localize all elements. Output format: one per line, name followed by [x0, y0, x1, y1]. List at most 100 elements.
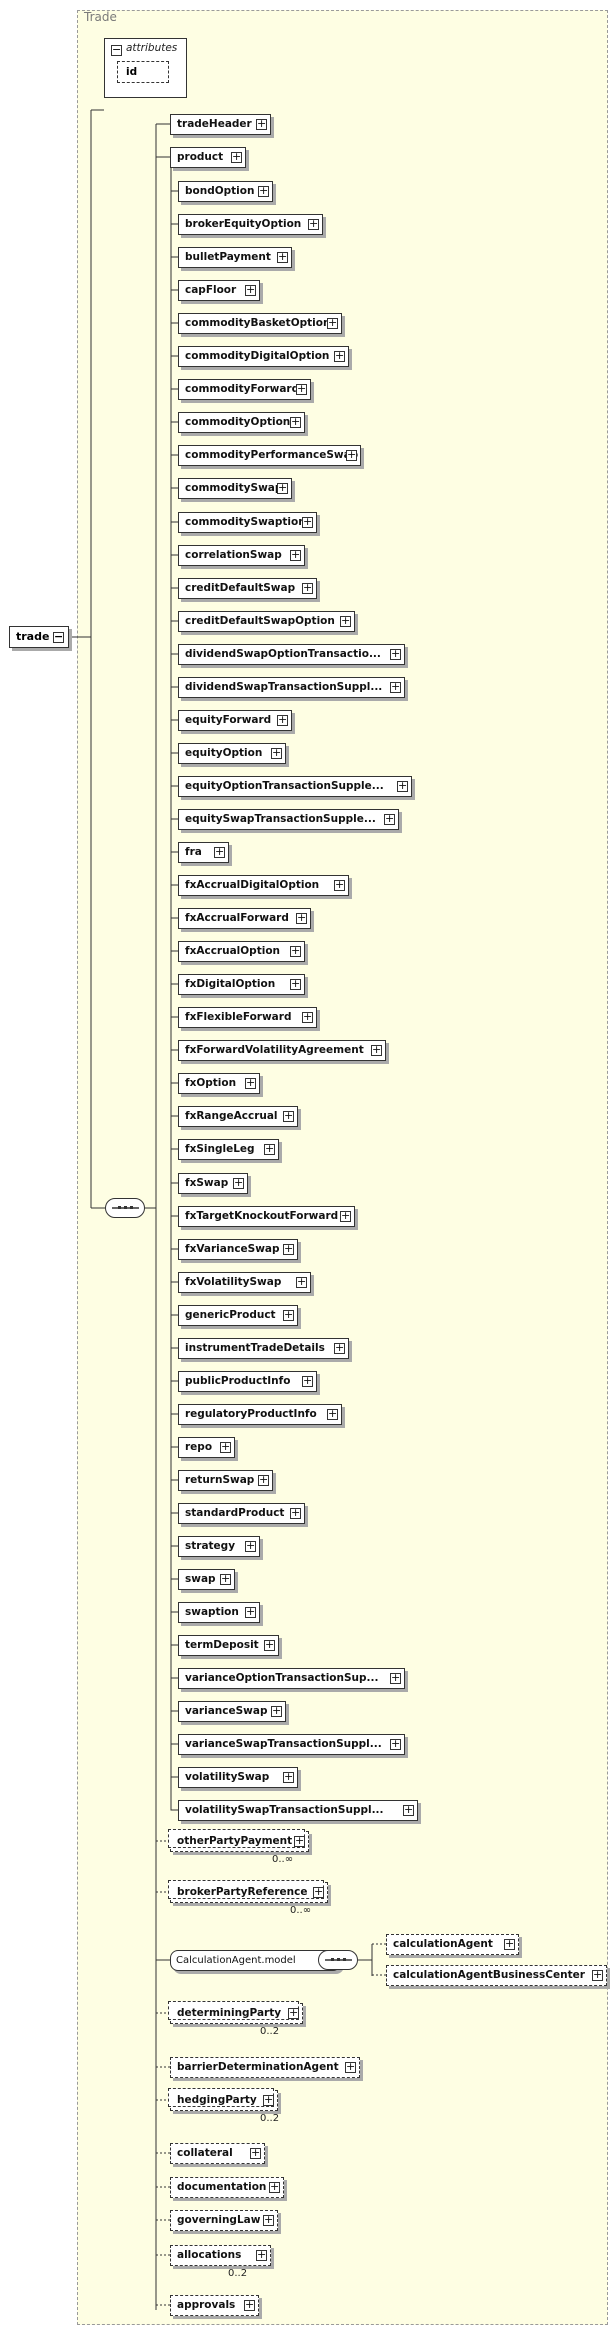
element-fxforwardvolatilityagreement[interactable]: fxForwardVolatilityAgreement+ — [178, 1040, 386, 1061]
element-varianceswaptransactionsuppl[interactable]: varianceSwapTransactionSuppl...+ — [178, 1734, 405, 1755]
expand-icon[interactable]: + — [384, 812, 395, 825]
expand-icon[interactable]: + — [256, 117, 267, 130]
element-commodityoption[interactable]: commodityOption+ — [178, 412, 305, 433]
sequence-compositor[interactable] — [105, 1198, 145, 1218]
element-creditdefaultswap[interactable]: creditDefaultSwap+ — [178, 578, 317, 599]
element-barrierdeterminationagent[interactable]: barrierDeterminationAgent+ — [170, 2057, 360, 2078]
element-commodityperformanceswap[interactable]: commodityPerformanceSwap+ — [178, 445, 361, 466]
collapse-icon[interactable]: − — [53, 630, 64, 643]
expand-icon[interactable]: + — [271, 746, 282, 759]
expand-icon[interactable]: + — [264, 1142, 275, 1155]
expand-icon[interactable]: + — [283, 1109, 294, 1122]
element-creditdefaultswapoption[interactable]: creditDefaultSwapOption+ — [178, 611, 355, 632]
expand-icon[interactable]: + — [271, 1704, 282, 1717]
expand-icon[interactable]: + — [277, 481, 288, 494]
element-strategy[interactable]: strategy+ — [178, 1536, 260, 1557]
element-approvals[interactable]: approvals+ — [170, 2295, 259, 2316]
expand-icon[interactable]: + — [264, 1638, 275, 1651]
element-publicproductinfo[interactable]: publicProductInfo+ — [178, 1371, 317, 1392]
expand-icon[interactable]: + — [258, 184, 269, 197]
element-fxaccrualdigitaloption[interactable]: fxAccrualDigitalOption+ — [178, 875, 349, 896]
element-dividendswaptransactionsuppl[interactable]: dividendSwapTransactionSuppl...+ — [178, 677, 405, 698]
element-documentation[interactable]: documentation+ — [170, 2177, 284, 2198]
expand-icon[interactable]: + — [296, 1275, 307, 1288]
element-calculationagent[interactable]: calculationAgent+ — [386, 1934, 519, 1955]
expand-icon[interactable]: + — [334, 1341, 345, 1354]
expand-icon[interactable]: + — [245, 1605, 256, 1618]
expand-icon[interactable]: + — [296, 911, 307, 924]
expand-icon[interactable]: + — [302, 1374, 313, 1387]
element-genericproduct[interactable]: genericProduct+ — [178, 1305, 298, 1326]
element-fxoption[interactable]: fxOption+ — [178, 1073, 260, 1094]
expand-icon[interactable]: + — [390, 1671, 401, 1684]
root-element-trade[interactable]: trade − — [9, 626, 69, 648]
expand-icon[interactable]: + — [302, 1010, 313, 1023]
element-fxsingleleg[interactable]: fxSingleLeg+ — [178, 1139, 279, 1160]
expand-icon[interactable]: + — [290, 548, 301, 561]
element-governinglaw[interactable]: governingLaw+ — [170, 2210, 278, 2231]
element-fxvarianceswap[interactable]: fxVarianceSwap+ — [178, 1239, 298, 1260]
expand-icon[interactable]: + — [302, 581, 313, 594]
expand-icon[interactable]: + — [290, 415, 301, 428]
expand-icon[interactable]: + — [327, 1407, 338, 1420]
expand-icon[interactable]: + — [592, 1968, 603, 1981]
expand-icon[interactable]: + — [263, 2213, 274, 2226]
element-commoditydigitaloption[interactable]: commodityDigitalOption+ — [178, 346, 349, 367]
expand-icon[interactable]: + — [214, 845, 225, 858]
expand-icon[interactable]: + — [220, 1440, 231, 1453]
expand-icon[interactable]: + — [340, 1209, 351, 1222]
expand-icon[interactable]: + — [504, 1937, 515, 1950]
element-equityoption[interactable]: equityOption+ — [178, 743, 286, 764]
expand-icon[interactable]: + — [258, 1473, 269, 1486]
expand-icon[interactable]: + — [250, 2146, 261, 2159]
element-commoditybasketoption[interactable]: commodityBasketOption+ — [178, 313, 342, 334]
element-brokerequityoption[interactable]: brokerEquityOption+ — [178, 214, 323, 235]
expand-icon[interactable]: + — [390, 1737, 401, 1750]
expand-icon[interactable]: + — [244, 2298, 255, 2311]
element-volatilityswaptransactionsuppl[interactable]: volatilitySwapTransactionSuppl...+ — [178, 1800, 418, 1821]
element-determiningparty[interactable]: determiningParty+ — [168, 2001, 303, 2024]
expand-icon[interactable]: + — [220, 1572, 231, 1585]
element-fxrangeaccrual[interactable]: fxRangeAccrual+ — [178, 1106, 298, 1127]
expand-icon[interactable]: + — [334, 878, 345, 891]
element-correlationswap[interactable]: correlationSwap+ — [178, 545, 305, 566]
expand-icon[interactable]: + — [334, 349, 345, 362]
expand-icon[interactable]: + — [233, 1176, 244, 1189]
element-termdeposit[interactable]: termDeposit+ — [178, 1635, 279, 1656]
element-varianceoptiontransactionsup[interactable]: varianceOptionTransactionSup...+ — [178, 1668, 405, 1689]
element-capfloor[interactable]: capFloor+ — [178, 280, 260, 301]
expand-icon[interactable]: + — [256, 2248, 267, 2261]
expand-icon[interactable]: + — [390, 680, 401, 693]
expand-icon[interactable]: + — [277, 250, 288, 263]
element-fxtargetknockoutforward[interactable]: fxTargetKnockoutForward+ — [178, 1206, 355, 1227]
element-regulatoryproductinfo[interactable]: regulatoryProductInfo+ — [178, 1404, 342, 1425]
expand-icon[interactable]: + — [340, 614, 351, 627]
expand-icon[interactable]: + — [269, 2180, 280, 2193]
element-collateral[interactable]: collateral+ — [170, 2143, 265, 2164]
element-bulletpayment[interactable]: bulletPayment+ — [178, 247, 292, 268]
element-fxaccrualforward[interactable]: fxAccrualForward+ — [178, 908, 311, 929]
expand-icon[interactable]: + — [231, 150, 242, 163]
expand-icon[interactable]: + — [283, 1242, 294, 1255]
expand-icon[interactable]: + — [245, 1539, 256, 1552]
element-tradeheader[interactable]: tradeHeader+ — [170, 114, 271, 135]
element-commodityforward[interactable]: commodityForward+ — [178, 379, 311, 400]
element-equityswaptransactionsupple[interactable]: equitySwapTransactionSupple...+ — [178, 809, 399, 830]
element-standardproduct[interactable]: standardProduct+ — [178, 1503, 305, 1524]
expand-icon[interactable]: + — [288, 2006, 299, 2019]
expand-icon[interactable]: + — [245, 1076, 256, 1089]
expand-icon[interactable]: + — [371, 1043, 382, 1056]
element-fxvolatilityswap[interactable]: fxVolatilitySwap+ — [178, 1272, 311, 1293]
element-dividendswapoptiontransactio[interactable]: dividendSwapOptionTransactio...+ — [178, 644, 405, 665]
element-bondoption[interactable]: bondOption+ — [178, 181, 273, 202]
element-calculationagent-model[interactable]: CalculationAgent.model+ — [170, 1950, 341, 1971]
expand-icon[interactable]: + — [245, 283, 256, 296]
expand-icon[interactable]: + — [313, 1885, 324, 1898]
expand-icon[interactable]: + — [277, 713, 288, 726]
expand-icon[interactable]: + — [290, 1506, 301, 1519]
expand-icon[interactable]: + — [302, 515, 313, 528]
element-brokerpartyreference[interactable]: brokerPartyReference+ — [168, 1880, 328, 1903]
element-commodityswaption[interactable]: commoditySwaption+ — [178, 512, 317, 533]
element-swaption[interactable]: swaption+ — [178, 1602, 260, 1623]
expand-icon[interactable]: + — [290, 977, 301, 990]
